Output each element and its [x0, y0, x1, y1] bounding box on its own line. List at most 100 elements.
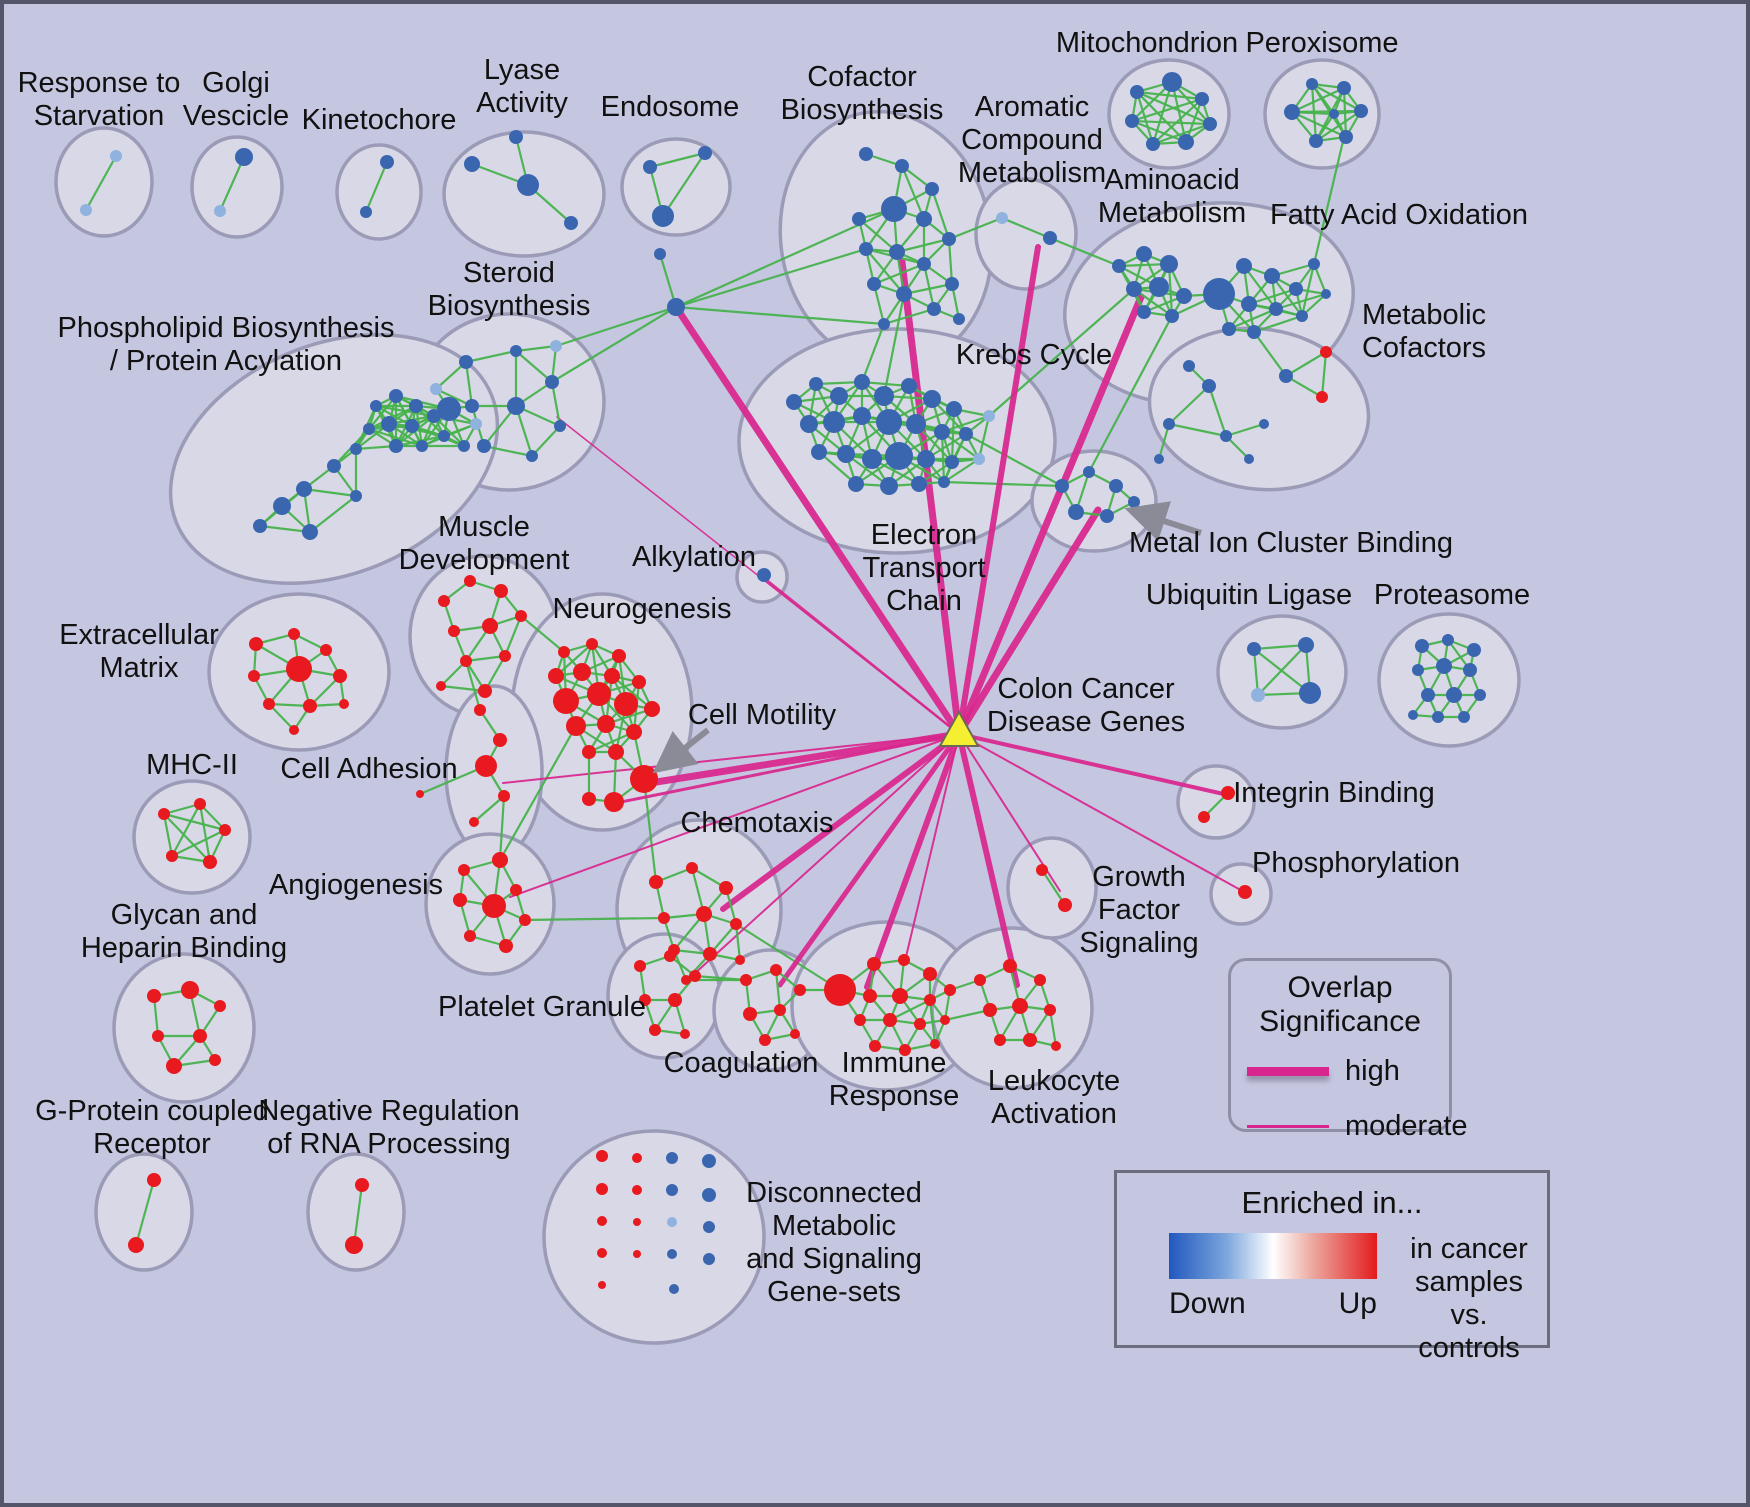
geneset-node-golgi-vescicle[interactable] — [214, 205, 226, 217]
geneset-node-electron-transport-chain[interactable] — [848, 476, 864, 492]
geneset-node-disconnected-genesets[interactable] — [633, 1250, 641, 1258]
geneset-node-phospholipid-biosynthesis[interactable] — [405, 419, 419, 433]
geneset-node-muscle-development[interactable] — [494, 584, 508, 598]
geneset-node-electron-transport-chain[interactable] — [811, 444, 827, 460]
geneset-node-electron-transport-chain[interactable] — [837, 445, 855, 463]
geneset-node-immune-response[interactable] — [869, 1040, 881, 1052]
geneset-node-chemotaxis[interactable] — [735, 955, 745, 965]
geneset-node-leukocyte-activation[interactable] — [1034, 974, 1046, 986]
geneset-node-mhc-ii[interactable] — [219, 824, 231, 836]
geneset-node-muscle-development[interactable] — [438, 595, 450, 607]
geneset-node-steroid-biosynthesis[interactable] — [510, 345, 522, 357]
geneset-node-neurogenesis[interactable] — [644, 701, 660, 717]
geneset-node-neurogenesis[interactable] — [630, 765, 658, 793]
geneset-node-muscle-development[interactable] — [464, 575, 476, 587]
geneset-node-neurogenesis[interactable] — [604, 668, 620, 684]
geneset-node-peroxisome[interactable] — [1337, 81, 1351, 95]
geneset-node-ubiquitin-ligase[interactable] — [1299, 682, 1321, 704]
geneset-node-extracellular-matrix[interactable] — [249, 637, 263, 651]
geneset-node-electron-transport-chain[interactable] — [876, 409, 902, 435]
geneset-node-chemotaxis[interactable] — [681, 975, 691, 985]
geneset-node-phospholipid-biosynthesis[interactable] — [327, 459, 341, 473]
geneset-node-proteasome[interactable] — [1446, 687, 1462, 703]
geneset-node-metabolic-cofactors[interactable] — [1163, 418, 1175, 430]
geneset-node-platelet-granule[interactable] — [689, 970, 701, 982]
geneset-node-disconnected-genesets[interactable] — [703, 1253, 715, 1265]
geneset-node-metabolic-cofactors[interactable] — [1320, 346, 1332, 358]
geneset-node-metabolic-cofactors[interactable] — [1316, 391, 1328, 403]
geneset-node-immune-response[interactable] — [898, 954, 910, 966]
geneset-node-electron-transport-chain[interactable] — [983, 410, 995, 422]
geneset-node-glycan-heparin-binding[interactable] — [181, 981, 199, 999]
geneset-node-endosome[interactable] — [643, 160, 657, 174]
geneset-node-neurogenesis[interactable] — [586, 638, 598, 650]
geneset-node-interconnect-hub[interactable] — [667, 298, 685, 316]
geneset-node-metabolic-cofactors[interactable] — [1259, 419, 1269, 429]
geneset-node-neurogenesis[interactable] — [573, 663, 591, 681]
geneset-node-steroid-biosynthesis[interactable] — [545, 375, 559, 389]
geneset-node-proteasome[interactable] — [1415, 639, 1429, 653]
geneset-node-aminoacid-fatty-acid[interactable] — [1241, 296, 1257, 312]
geneset-node-metal-ion-cluster-binding[interactable] — [1100, 509, 1114, 523]
geneset-node-cell-adhesion[interactable] — [475, 755, 497, 777]
geneset-node-ubiquitin-ligase[interactable] — [1247, 642, 1261, 656]
geneset-node-extracellular-matrix[interactable] — [248, 670, 260, 682]
geneset-node-peroxisome[interactable] — [1339, 130, 1353, 144]
geneset-node-metabolic-cofactors[interactable] — [1183, 360, 1195, 372]
geneset-node-phospholipid-biosynthesis[interactable] — [350, 490, 362, 502]
geneset-node-glycan-heparin-binding[interactable] — [166, 1058, 182, 1074]
geneset-node-electron-transport-chain[interactable] — [809, 377, 823, 391]
geneset-node-metabolic-cofactors[interactable] — [1154, 454, 1164, 464]
geneset-node-neurogenesis[interactable] — [548, 668, 564, 684]
geneset-node-immune-response[interactable] — [924, 994, 936, 1006]
geneset-node-leukocyte-activation[interactable] — [1051, 1041, 1061, 1051]
geneset-node-cofactor-biosynthesis[interactable] — [859, 242, 873, 256]
geneset-node-neurogenesis[interactable] — [604, 792, 624, 812]
geneset-node-endosome[interactable] — [698, 146, 712, 160]
geneset-node-extracellular-matrix[interactable] — [333, 669, 347, 683]
geneset-node-electron-transport-chain[interactable] — [880, 477, 898, 495]
geneset-node-angiogenesis[interactable] — [499, 939, 513, 953]
geneset-node-mitochondrion[interactable] — [1203, 117, 1217, 131]
geneset-node-cofactor-biosynthesis[interactable] — [945, 277, 959, 291]
geneset-node-aminoacid-fatty-acid[interactable] — [1247, 325, 1261, 339]
geneset-node-platelet-granule[interactable] — [639, 994, 651, 1006]
geneset-node-aminoacid-fatty-acid[interactable] — [1165, 309, 1179, 323]
geneset-node-phospholipid-biosynthesis[interactable] — [438, 430, 450, 442]
geneset-node-angiogenesis[interactable] — [519, 914, 531, 926]
geneset-node-aminoacid-fatty-acid[interactable] — [1321, 289, 1331, 299]
geneset-node-immune-response[interactable] — [940, 1015, 950, 1025]
geneset-node-chemotaxis[interactable] — [719, 881, 733, 895]
geneset-node-chemotaxis[interactable] — [658, 912, 670, 924]
geneset-node-electron-transport-chain[interactable] — [938, 476, 950, 488]
geneset-node-cell-adhesion[interactable] — [474, 704, 486, 716]
geneset-node-metabolic-cofactors[interactable] — [1244, 454, 1254, 464]
geneset-node-growth-factor-signaling[interactable] — [1058, 898, 1072, 912]
geneset-node-mitochondrion[interactable] — [1162, 72, 1182, 92]
geneset-node-neurogenesis[interactable] — [587, 682, 611, 706]
geneset-node-disconnected-genesets[interactable] — [598, 1281, 606, 1289]
geneset-node-cofactor-biosynthesis[interactable] — [896, 286, 912, 302]
geneset-node-electron-transport-chain[interactable] — [854, 374, 870, 390]
geneset-node-mhc-ii[interactable] — [158, 808, 170, 820]
geneset-node-steroid-biosynthesis[interactable] — [550, 340, 562, 352]
geneset-node-immune-response[interactable] — [892, 988, 908, 1004]
geneset-node-aminoacid-fatty-acid[interactable] — [1149, 277, 1169, 297]
geneset-node-metabolic-cofactors[interactable] — [1220, 430, 1232, 442]
geneset-node-electron-transport-chain[interactable] — [945, 455, 959, 469]
geneset-node-muscle-development[interactable] — [499, 650, 511, 662]
geneset-node-extracellular-matrix[interactable] — [288, 628, 300, 640]
geneset-node-neurogenesis[interactable] — [566, 716, 586, 736]
geneset-node-proteasome[interactable] — [1463, 663, 1477, 677]
geneset-node-coagulation[interactable] — [774, 1004, 786, 1016]
geneset-node-cofactor-biosynthesis[interactable] — [867, 277, 881, 291]
geneset-node-platelet-granule[interactable] — [680, 1029, 690, 1039]
geneset-node-neurogenesis[interactable] — [614, 692, 638, 716]
geneset-node-neurogenesis[interactable] — [626, 724, 642, 740]
geneset-node-disconnected-genesets[interactable] — [667, 1249, 677, 1259]
geneset-node-mitochondrion[interactable] — [1130, 85, 1144, 99]
geneset-node-phospholipid-biosynthesis[interactable] — [470, 418, 482, 430]
geneset-node-phospholipid-biosynthesis[interactable] — [302, 524, 318, 540]
geneset-node-integrin-binding[interactable] — [1221, 786, 1235, 800]
geneset-node-g-protein-coupled-receptor[interactable] — [147, 1173, 161, 1187]
